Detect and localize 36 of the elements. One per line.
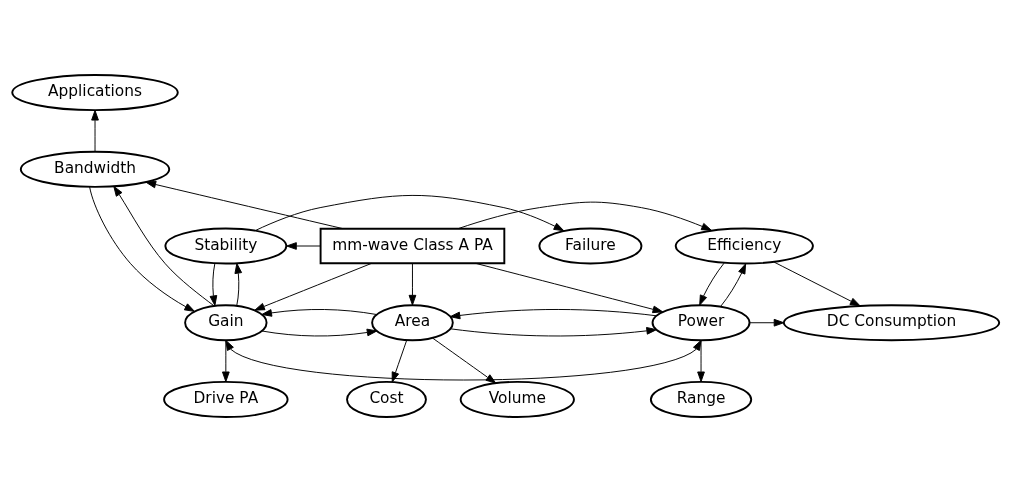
node-ellipse: Applications (11, 73, 179, 111)
arrow (699, 262, 725, 306)
node-ellipse: Drive PA (163, 380, 289, 418)
node-ellipse: Range (649, 380, 753, 418)
arrow (408, 262, 417, 305)
arrow (449, 326, 657, 336)
node-ellipse: Stability (164, 226, 288, 265)
arrow (113, 185, 215, 306)
node-box: mm-wave Class A PA (319, 227, 506, 264)
node-ellipse: DC Consumption (782, 303, 1001, 341)
arrow (391, 339, 408, 382)
node-ellipse: Volume (459, 380, 575, 418)
arrow (254, 262, 372, 311)
arrow (255, 194, 565, 231)
arrow (457, 201, 712, 231)
arrow (145, 180, 344, 229)
arrow (222, 339, 230, 382)
arrow (209, 262, 218, 306)
arrow (720, 262, 747, 307)
arrow (261, 308, 378, 317)
node-ellipse: Area (371, 303, 454, 341)
arrow (89, 186, 195, 312)
arrow (286, 241, 321, 250)
arrow (475, 262, 664, 313)
arrow (234, 262, 243, 306)
arrow (91, 109, 99, 152)
arrow (748, 318, 785, 327)
node-ellipse: Failure (538, 226, 643, 265)
arrow (697, 339, 705, 382)
arrow (225, 339, 702, 380)
node-ellipse: Cost (346, 380, 427, 418)
arrow (449, 308, 657, 319)
arrow (432, 337, 497, 384)
arrow (261, 328, 378, 336)
arrow (773, 261, 861, 306)
node-ellipse: Efficiency (674, 226, 814, 265)
